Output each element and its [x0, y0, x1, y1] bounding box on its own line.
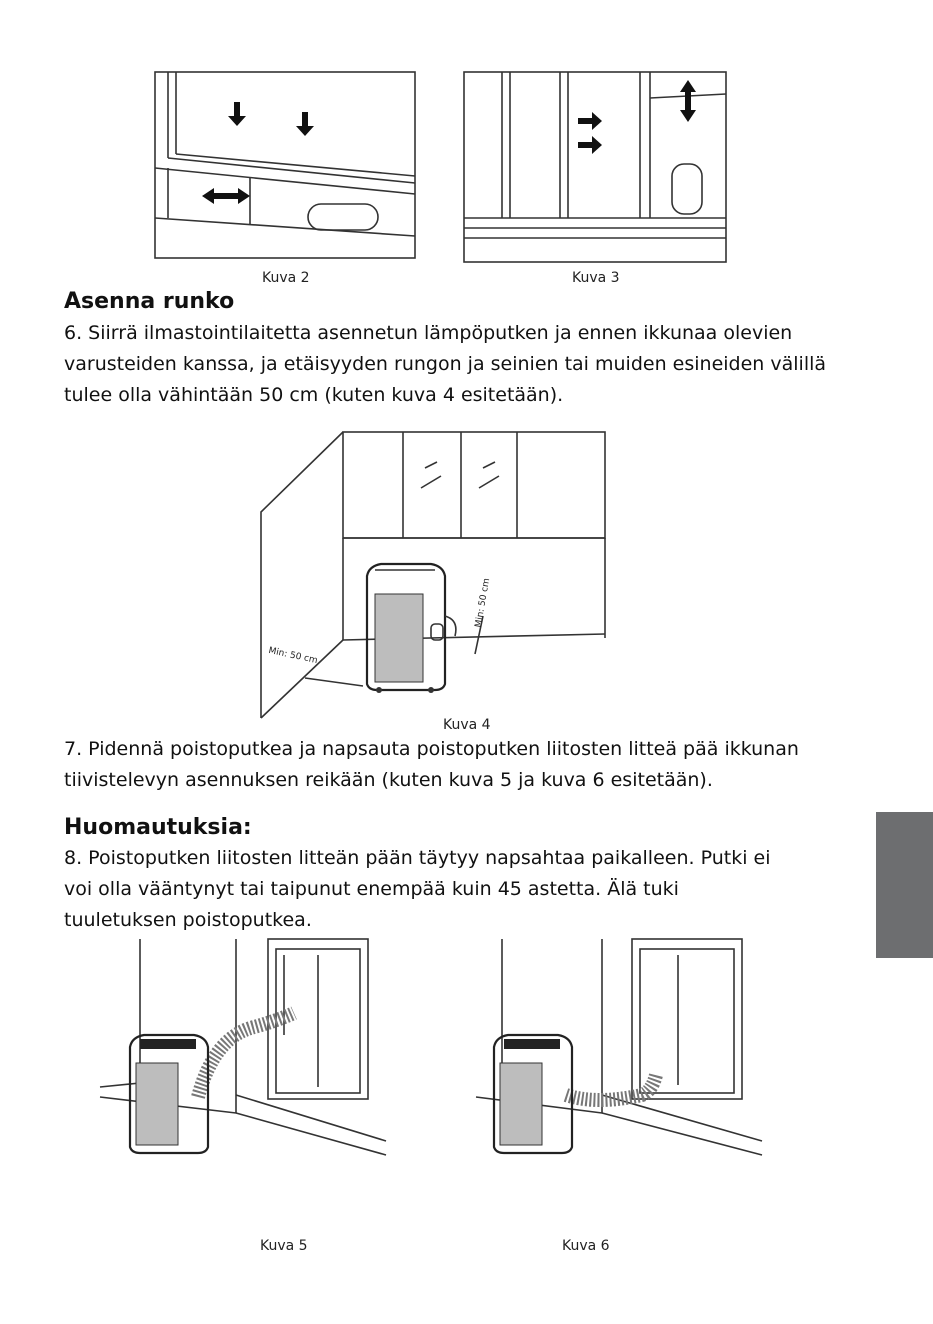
section-heading-install: Asenna runko	[64, 289, 235, 314]
figure-5-illustration	[99, 938, 387, 1156]
figure-6-caption: Kuva 6	[562, 1238, 610, 1254]
figure-4-illustration	[260, 431, 606, 719]
figure-2-illustration	[154, 71, 416, 259]
figure-6-illustration	[475, 938, 763, 1156]
section-heading-notes: Huomautuksia:	[64, 815, 252, 840]
step-8-text: 8. Poistoputken liitosten litteän pään t…	[64, 847, 771, 931]
figure-2-caption: Kuva 2	[262, 270, 310, 286]
step-6-text: 6. Siirrä ilmastointilaitetta asennetun …	[64, 322, 827, 406]
figure-3-illustration	[463, 71, 727, 263]
figure-5-caption: Kuva 5	[260, 1238, 308, 1254]
figure-3-caption: Kuva 3	[572, 270, 620, 286]
language-side-tab	[876, 812, 933, 958]
figure-4-caption: Kuva 4	[443, 717, 491, 733]
step-7-text: 7. Pidennä poistoputkea ja napsauta pois…	[64, 738, 799, 791]
